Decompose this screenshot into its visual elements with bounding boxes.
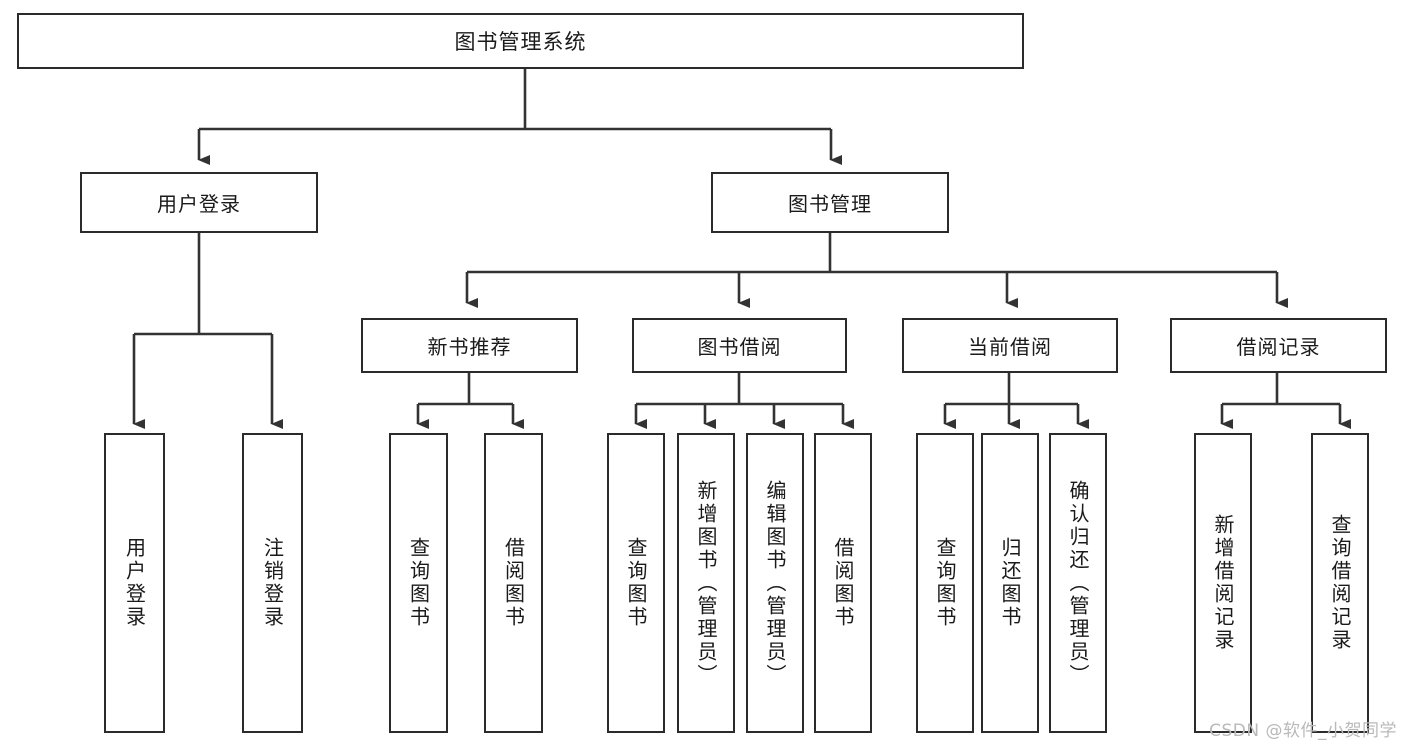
node-root-label: 图书管理系统 [454,30,587,54]
node-leaf-query-book-2-label: 查询图书 [624,537,648,629]
node-leaf-edit-book[interactable]: 编辑图书（管理员） [746,433,804,733]
node-borrow-record-label: 借阅记录 [1236,335,1321,359]
node-user-login[interactable]: 用户登录 [80,172,318,233]
node-leaf-borrow-book-2[interactable]: 借阅图书 [814,433,872,733]
node-leaf-add-record-label: 新增借阅记录 [1211,514,1235,652]
node-leaf-logout[interactable]: 注销登录 [242,433,303,733]
node-root[interactable]: 图书管理系统 [17,13,1024,69]
node-leaf-query-book-2[interactable]: 查询图书 [607,433,665,733]
node-book-manage-label: 图书管理 [788,192,872,216]
node-leaf-query-record[interactable]: 查询借阅记录 [1311,433,1369,733]
node-leaf-user-login[interactable]: 用户登录 [104,433,165,733]
node-leaf-query-book-3[interactable]: 查询图书 [916,433,974,733]
node-current-borrow[interactable]: 当前借阅 [902,318,1118,373]
node-leaf-query-record-label: 查询借阅记录 [1328,514,1352,652]
node-leaf-add-record[interactable]: 新增借阅记录 [1194,433,1252,733]
node-leaf-borrow-book-1-label: 借阅图书 [501,537,526,629]
node-user-login-label: 用户登录 [157,192,241,216]
node-leaf-borrow-book-1[interactable]: 借阅图书 [484,433,543,733]
node-book-borrow[interactable]: 图书借阅 [632,318,847,373]
node-leaf-query-book-1-label: 查询图书 [406,537,431,629]
node-leaf-return-book-label: 归还图书 [998,537,1022,629]
node-leaf-confirm-return[interactable]: 确认归还（管理员） [1049,433,1107,733]
node-leaf-borrow-book-2-label: 借阅图书 [831,537,855,629]
node-leaf-query-book-1[interactable]: 查询图书 [389,433,448,733]
node-leaf-add-book-label: 新增图书（管理员） [694,479,718,687]
node-leaf-edit-book-label: 编辑图书（管理员） [763,479,787,687]
node-leaf-confirm-return-label: 确认归还（管理员） [1066,479,1090,687]
node-leaf-query-book-3-label: 查询图书 [933,537,957,629]
node-book-borrow-label: 图书借阅 [697,335,782,359]
node-book-manage[interactable]: 图书管理 [711,172,949,233]
node-new-book-rec[interactable]: 新书推荐 [361,318,578,373]
node-leaf-user-login-label: 用户登录 [122,537,147,629]
node-new-book-rec-label: 新书推荐 [427,335,512,359]
node-current-borrow-label: 当前借阅 [968,335,1052,359]
watermark: CSDN @软件_小贺同学 [1209,721,1397,741]
node-leaf-add-book[interactable]: 新增图书（管理员） [677,433,735,733]
node-leaf-logout-label: 注销登录 [260,537,285,629]
node-leaf-return-book[interactable]: 归还图书 [981,433,1039,733]
node-borrow-record[interactable]: 借阅记录 [1170,318,1387,373]
